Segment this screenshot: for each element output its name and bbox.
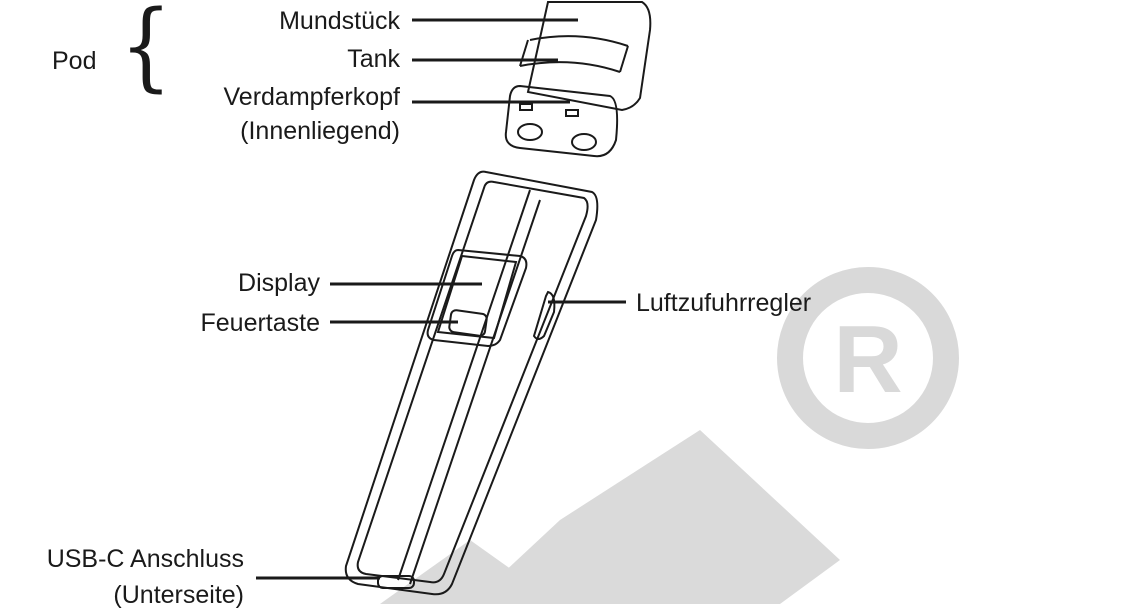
svg-text:R: R (833, 306, 902, 413)
registered-trademark-watermark: R (380, 267, 959, 604)
battery-body-drawing (344, 170, 599, 596)
pod-drawing (504, 0, 652, 158)
coil-label-line2: (Innenliegend) (240, 117, 400, 145)
airflow-label: Luftzufuhrregler (636, 289, 812, 317)
tank-label: Tank (347, 45, 400, 73)
usb-label-line1: USB-C Anschluss (46, 545, 244, 573)
fire-button-label: Feuertaste (200, 309, 320, 337)
leader-lines (256, 18, 626, 580)
display-label: Display (238, 269, 320, 297)
usb-label-line2: (Unterseite) (113, 581, 244, 609)
pod-group-label: Pod (52, 47, 97, 75)
mouthpiece-label: Mundstück (279, 7, 400, 35)
pod-brace: { (120, 0, 172, 102)
coil-label-line1: Verdampferkopf (223, 83, 401, 111)
